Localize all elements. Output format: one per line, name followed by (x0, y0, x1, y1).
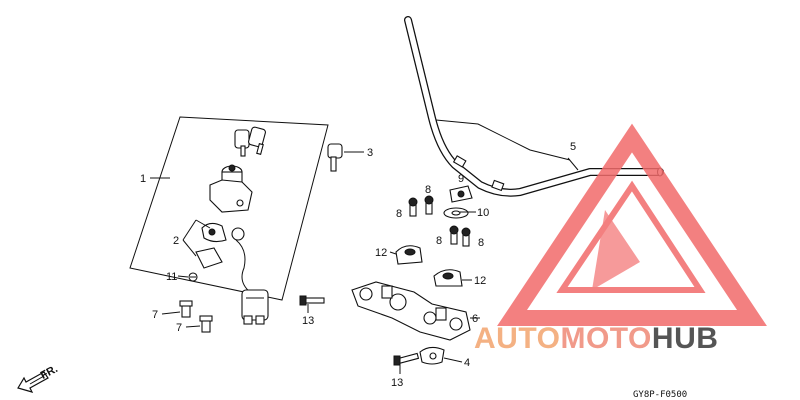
watermark-text-hub: HUB (652, 322, 719, 355)
callout-8a: 8 (425, 184, 431, 196)
bolt-13a (299, 295, 325, 306)
callout-7b: 7 (176, 322, 182, 334)
screw-7b (199, 315, 213, 333)
holder-12a (395, 245, 423, 265)
callout-3: 3 (367, 147, 373, 159)
top-bridge (351, 281, 471, 341)
bolt-13b (393, 352, 420, 366)
switch-wire (235, 239, 251, 293)
switch-clamps (195, 222, 245, 269)
screw-11 (188, 272, 198, 282)
callout-8b: 8 (396, 208, 402, 220)
switch-connector (241, 289, 269, 325)
holder-12b (433, 269, 463, 287)
diagram-code: GY8P-F0500 (633, 390, 687, 400)
leader-lines (150, 151, 579, 374)
callout-2: 2 (173, 235, 179, 247)
cushion-9 (449, 185, 473, 203)
bolt-8d (461, 227, 471, 247)
ignition-keys (234, 126, 266, 157)
watermark-text: AUTOMOTOHUB (474, 322, 718, 355)
handlebar (404, 16, 664, 197)
callout-10: 10 (477, 207, 489, 219)
key-3 (327, 143, 343, 172)
callout-8d: 8 (478, 237, 484, 249)
callout-6: 6 (472, 313, 478, 325)
front-direction-label: FR. (39, 363, 60, 382)
clamp-4 (419, 346, 445, 365)
watermark-text-auto: AUTO (474, 322, 560, 355)
watermark-logo (497, 123, 767, 326)
callout-13b: 13 (391, 377, 403, 389)
ignition-switch (209, 164, 253, 213)
callout-8c: 8 (436, 235, 442, 247)
bolt-8b (424, 195, 434, 215)
bolt-8a (408, 197, 418, 217)
callout-1: 1 (140, 173, 146, 185)
screw-7a (179, 300, 193, 318)
watermark-triangle-outer (497, 123, 767, 326)
bolt-8c (449, 225, 459, 245)
callout-13a: 13 (302, 315, 314, 327)
callout-4: 4 (464, 357, 470, 369)
watermark-text-moto: MOTO (560, 322, 651, 355)
ignition-group-frame (129, 116, 329, 301)
washer-10 (443, 207, 469, 219)
callout-12b: 12 (474, 275, 486, 287)
callout-7a: 7 (152, 309, 158, 321)
callout-11: 11 (166, 271, 177, 283)
callout-9: 9 (458, 173, 464, 185)
callout-5: 5 (570, 141, 576, 153)
watermark-triangle-inner (592, 210, 640, 290)
front-direction-arrow (17, 371, 49, 393)
callout-12a: 12 (375, 247, 387, 259)
